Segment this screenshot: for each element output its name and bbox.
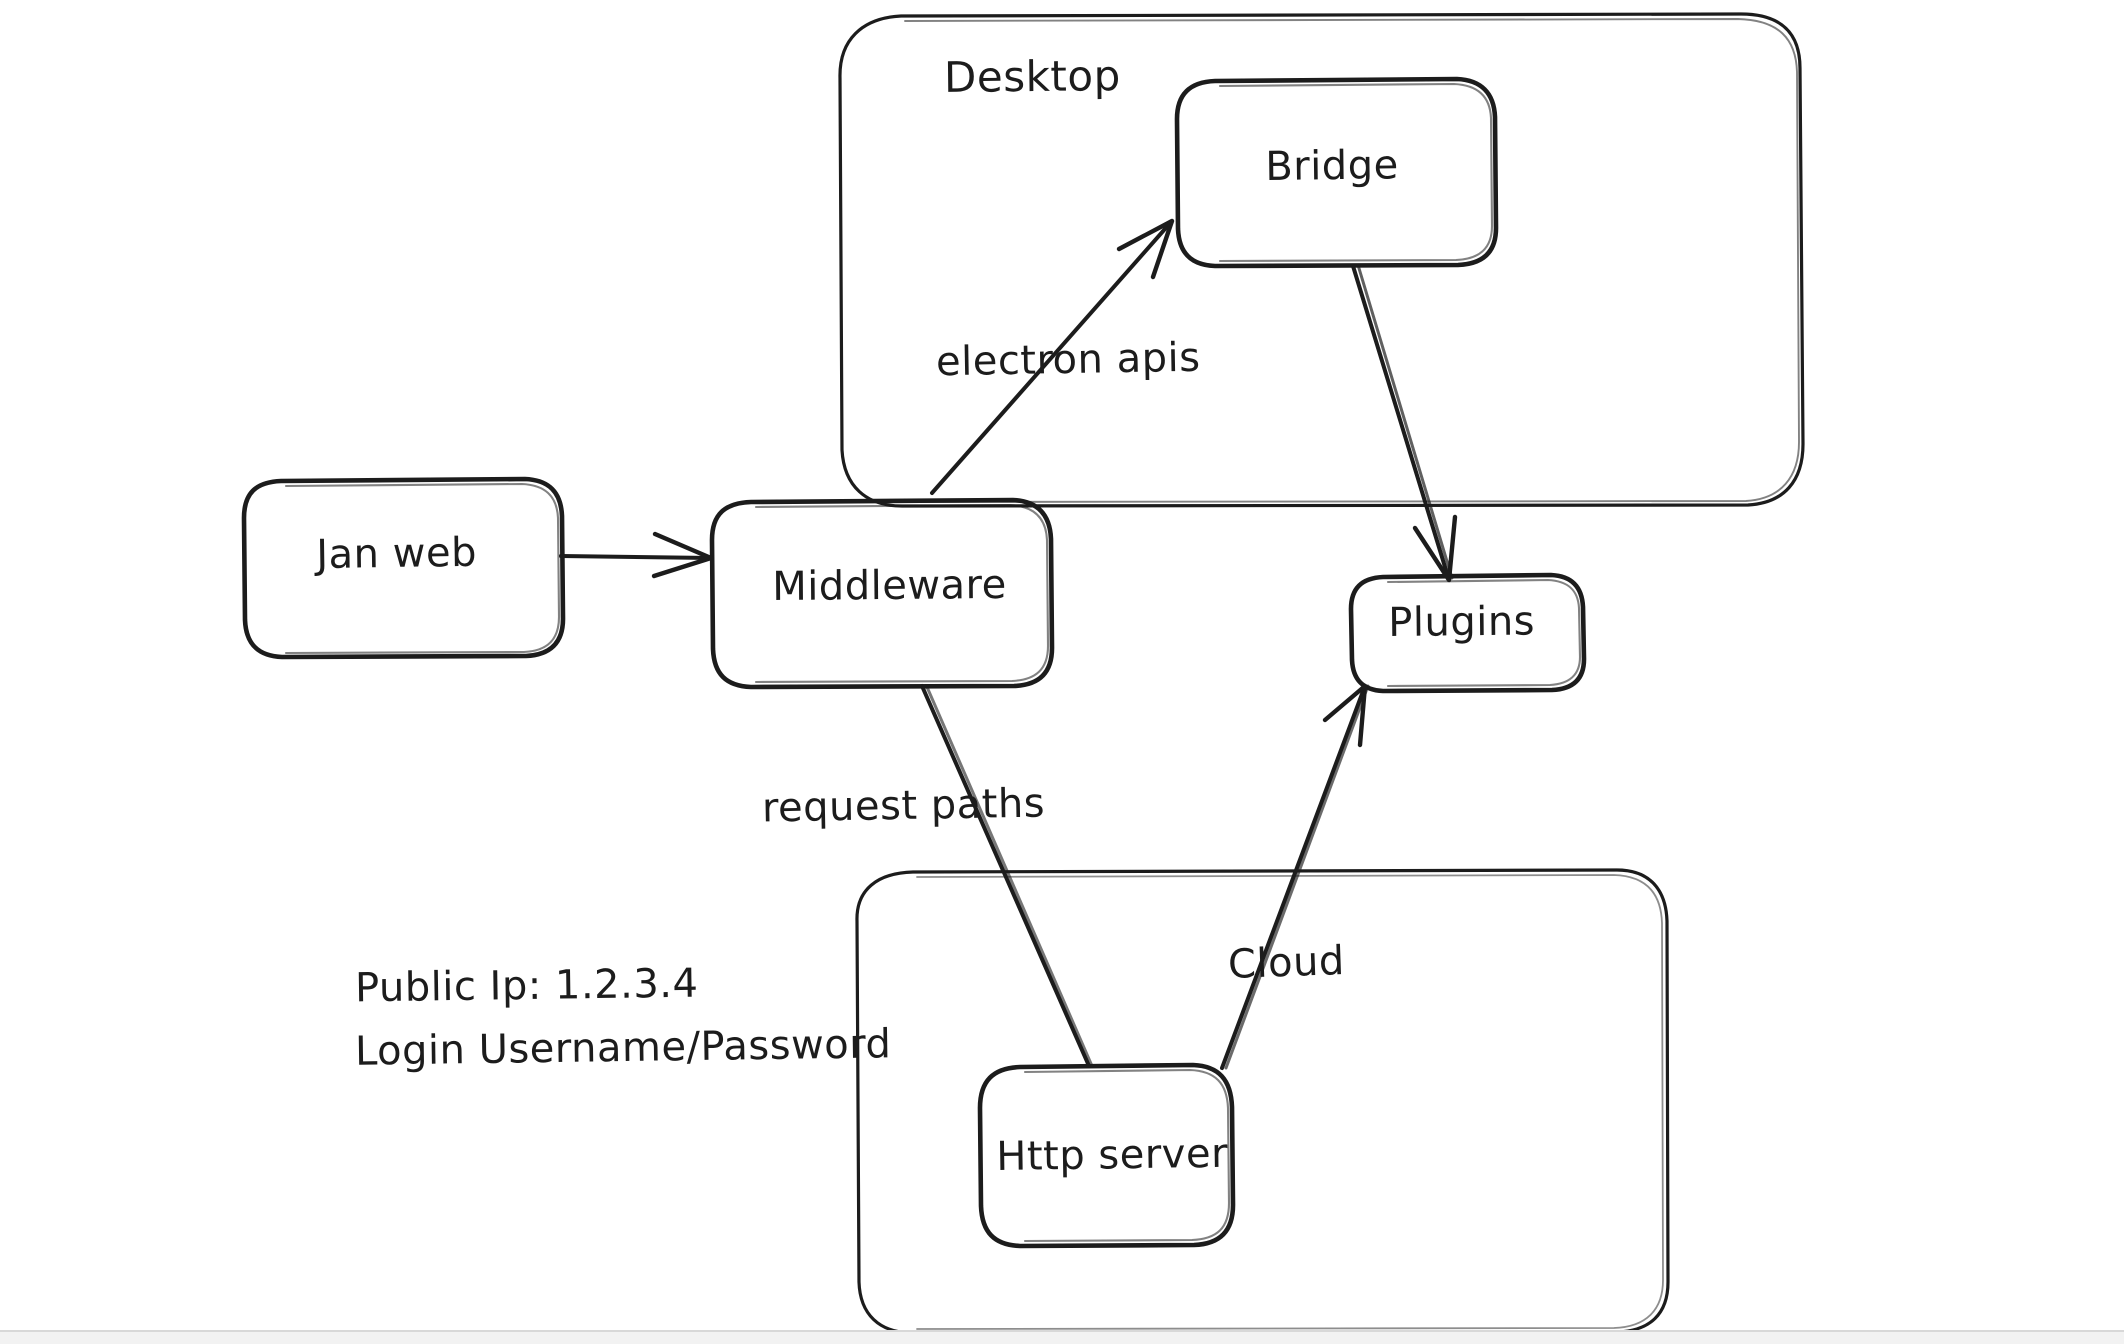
node-bridge-shape[interactable]: [1174, 76, 1499, 269]
bottom-scroll-strip[interactable]: [0, 1330, 2124, 1344]
edge-bridge-to-plugins: [1351, 263, 1458, 583]
edge-http-server-to-plugins: [1220, 683, 1370, 1070]
edge-label-request-paths: request paths: [761, 780, 1046, 832]
node-label-jan-web: Jan web: [316, 529, 478, 578]
node-jan-web-shape[interactable]: [241, 476, 566, 660]
container-desktop-shape: [838, 12, 1805, 508]
node-plugins-shape[interactable]: [1348, 572, 1587, 694]
node-label-plugins: Plugins: [1388, 598, 1536, 646]
edge-label-electron-apis: electron apis: [935, 334, 1201, 386]
node-label-middleware: Middleware: [772, 561, 1007, 610]
note-login-credentials: Login Username/Password: [354, 1021, 892, 1075]
node-middleware-shape[interactable]: [709, 497, 1055, 690]
node-label-bridge: Bridge: [1265, 142, 1399, 190]
note-public-ip: Public Ip: 1.2.3.4: [354, 960, 699, 1012]
edge-jan-web-to-middleware: [559, 531, 714, 579]
node-http-server-shape[interactable]: [977, 1062, 1236, 1249]
edge-label-cloud: Cloud: [1227, 937, 1346, 989]
edge-middleware-to-http-server: [920, 684, 1094, 1068]
edge-middleware-to-bridge: [930, 218, 1175, 495]
container-label-desktop: Desktop: [943, 51, 1121, 102]
node-label-http-server: Http server: [996, 1130, 1229, 1180]
